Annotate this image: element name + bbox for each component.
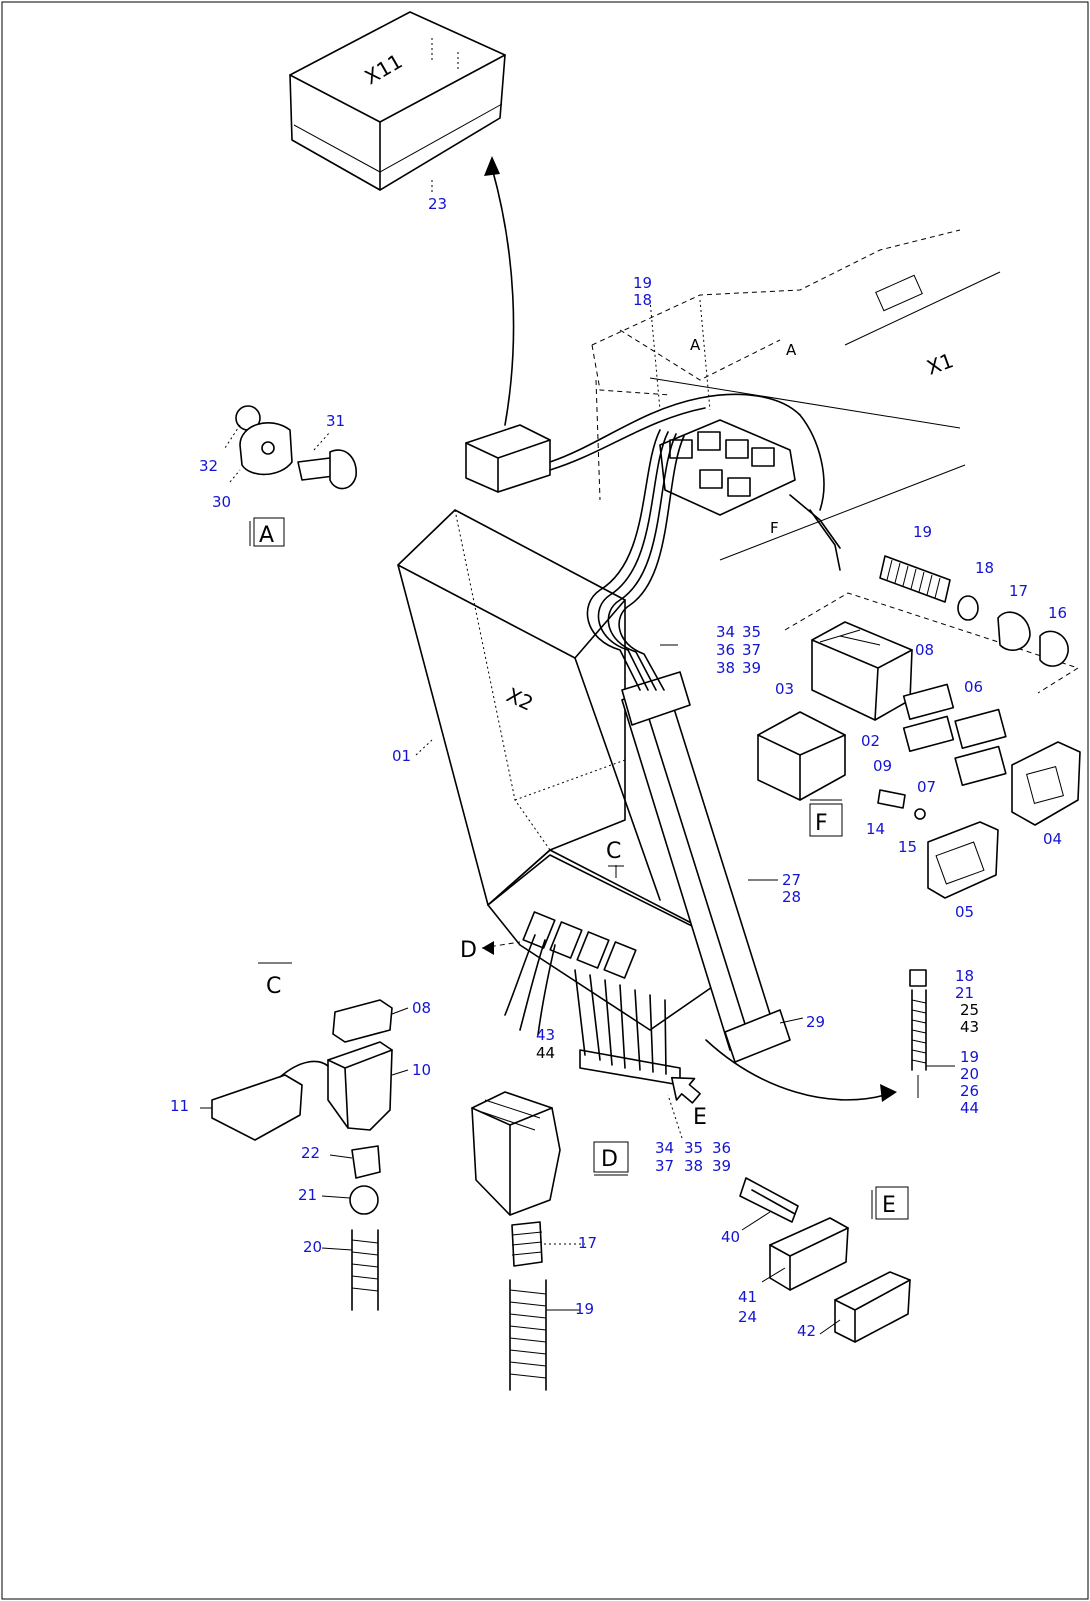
right-conduit-inset	[909, 969, 955, 1098]
view-a-box	[253, 517, 285, 547]
x1-connector-cluster	[659, 414, 841, 571]
part-36-label-b: 36	[712, 1139, 731, 1157]
part-34-label-a: 34	[716, 623, 735, 641]
part-06-label: 06	[964, 678, 983, 696]
x11-box: X11	[289, 11, 506, 191]
part-30-label: 30	[212, 493, 231, 511]
view-e-letter: E	[882, 1193, 896, 1218]
part-39-label-b: 39	[712, 1157, 731, 1175]
part-01-label: 01	[392, 747, 411, 765]
part-29-label: 29	[806, 1013, 825, 1031]
part-26-label: 26	[960, 1082, 979, 1100]
detail-f-group	[757, 555, 1081, 899]
part-18-label-f: 18	[975, 559, 994, 577]
section-d-parts	[471, 1091, 585, 1391]
part-44-label-b: 44	[960, 1099, 979, 1117]
part-08-label-c: 08	[412, 999, 431, 1017]
part-22-label: 22	[301, 1144, 320, 1162]
view-f-letter: F	[815, 811, 828, 836]
f-marker: F	[770, 519, 779, 537]
part-38-label-a: 38	[716, 659, 735, 677]
part-25-label: 25	[960, 1001, 979, 1019]
part-19-label-f: 19	[913, 523, 932, 541]
part-31-label: 31	[326, 412, 345, 430]
part-23-label: 23	[428, 195, 447, 213]
x1-label: X1	[924, 348, 957, 380]
part-03-label: 03	[775, 680, 794, 698]
section-e-parts	[739, 1177, 911, 1343]
part-21-label-right: 21	[955, 984, 974, 1002]
a-marker-2: A	[786, 341, 797, 359]
arrow-to-x11	[491, 167, 515, 426]
part-18-label-right: 18	[955, 967, 974, 985]
view-e-arrow	[670, 1076, 701, 1104]
part-16-label: 16	[1048, 604, 1067, 622]
part-02-label: 02	[861, 732, 880, 750]
part-34-label-b: 34	[655, 1139, 674, 1157]
part-36-label-a: 36	[716, 641, 735, 659]
part-20-label-right: 20	[960, 1065, 979, 1083]
part-21-label-c: 21	[298, 1186, 317, 1204]
part-37-label-b: 37	[655, 1157, 674, 1175]
part-43-label: 43	[536, 1026, 555, 1044]
part-17-label-f: 17	[1009, 582, 1028, 600]
part-43-ghost-label: 43	[960, 1018, 979, 1036]
x1-console: X1 A A F	[591, 229, 1001, 561]
part-08-label-f: 08	[915, 641, 934, 659]
section-c-parts	[200, 999, 409, 1311]
detail-a-clip	[224, 405, 357, 490]
arrow-head-x11	[484, 156, 500, 176]
view-d-box	[593, 1141, 629, 1173]
x2-terminal-connectors	[504, 911, 681, 1086]
part-35-label-a: 35	[742, 623, 761, 641]
part-41-label: 41	[738, 1288, 757, 1306]
view-d-ref-marker: D	[460, 938, 477, 963]
part-11-label: 11	[170, 1097, 189, 1115]
x11-feed-connector	[465, 379, 801, 501]
a-marker-1: A	[690, 336, 701, 354]
part-04-label: 04	[1043, 830, 1062, 848]
part-09-label: 09	[873, 757, 892, 775]
part-44-label-a: 44	[536, 1044, 555, 1062]
part-17-label-d: 17	[578, 1234, 597, 1252]
arrow-head-conduit	[880, 1084, 897, 1102]
part-28-label: 28	[782, 888, 801, 906]
view-c-ref-marker: C	[606, 839, 621, 864]
view-e-box	[875, 1186, 909, 1220]
part-20-label-c: 20	[303, 1238, 322, 1256]
cable-duct	[621, 671, 791, 1063]
arrow-to-conduit	[705, 1039, 886, 1101]
part-19-label-right: 19	[960, 1048, 979, 1066]
part-38-label-b: 38	[684, 1157, 703, 1175]
part-18-label-top: 18	[633, 291, 652, 309]
part-19-label-d: 19	[575, 1300, 594, 1318]
part-19-label-top: 19	[633, 274, 652, 292]
view-d-letter: D	[601, 1147, 618, 1172]
part-24-label: 24	[738, 1308, 757, 1326]
part-27-label: 27	[782, 871, 801, 889]
part-40-label: 40	[721, 1228, 740, 1246]
part-05-label: 05	[955, 903, 974, 921]
view-f-box	[809, 803, 843, 837]
part-10-label: 10	[412, 1061, 431, 1079]
part-15-label: 15	[898, 838, 917, 856]
view-e-ref-marker: E	[693, 1105, 707, 1130]
view-a-letter: A	[259, 523, 274, 548]
cable-bundle	[586, 429, 685, 691]
section-c-letter: C	[266, 974, 281, 999]
part-14-label: 14	[866, 820, 885, 838]
part-07-label: 07	[917, 778, 936, 796]
part-39-label-a: 39	[742, 659, 761, 677]
part-32-label: 32	[199, 457, 218, 475]
part-35-label-b: 35	[684, 1139, 703, 1157]
part-37-label-a: 37	[742, 641, 761, 659]
part-42-label: 42	[797, 1322, 816, 1340]
